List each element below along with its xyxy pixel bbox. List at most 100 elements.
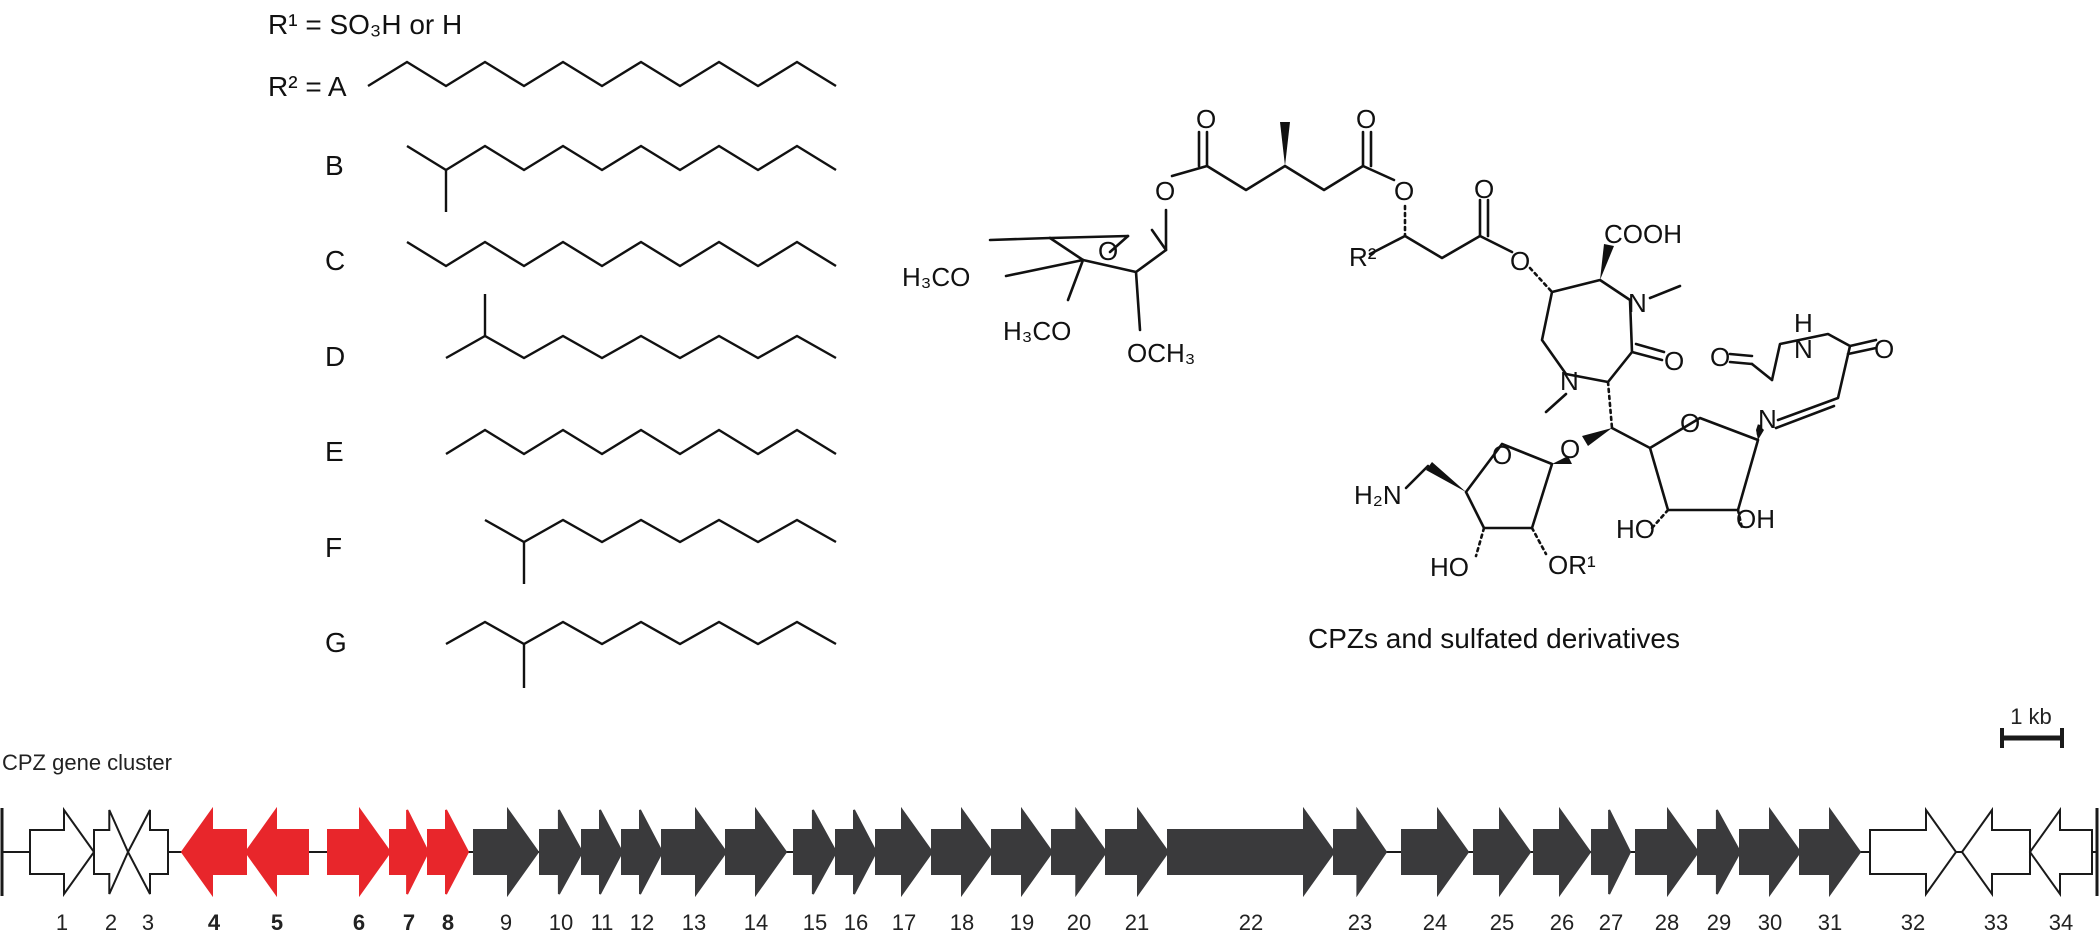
gene-arrows [29, 806, 2093, 898]
gene-label-25: 25 [1490, 910, 1514, 935]
gene-label-4: 4 [208, 910, 221, 935]
gene-label-30: 30 [1758, 910, 1782, 935]
aminoribose-or1 [1530, 526, 1548, 556]
sugar-methyl-bond [988, 236, 1052, 242]
sugar-ome2-bond [1066, 258, 1085, 302]
gene-label-17: 17 [892, 910, 916, 935]
n-methyl-1 [1648, 284, 1682, 300]
gene-label-2: 2 [105, 910, 117, 935]
gene-arrow-34 [2028, 806, 2093, 898]
chain-label-e: E [325, 436, 344, 467]
gene-arrow-19 [991, 806, 1054, 898]
uracil-c2-o-a [1728, 352, 1754, 358]
gene-label-21: 21 [1125, 910, 1149, 935]
gene-arrow-32 [1869, 806, 1958, 898]
gene-label-6: 6 [353, 910, 365, 935]
gene-label-20: 20 [1067, 910, 1091, 935]
gene-arrow-4 [180, 806, 247, 898]
gene-arrow-30 [1739, 806, 1802, 898]
gene-arrow-7 [389, 809, 430, 895]
gene-label-16: 16 [844, 910, 868, 935]
uracil-oxygen-2: O [1710, 342, 1730, 372]
gene-label-3: 3 [142, 910, 154, 935]
gene-label-27: 27 [1599, 910, 1623, 935]
amide-carbonyl-b [1634, 342, 1666, 354]
chain-label-f: F [325, 532, 342, 563]
sulfate-substituent: OR¹ [1548, 550, 1596, 580]
sugar-ring-oxygen: O [1098, 236, 1118, 266]
gene-arrow-33 [1960, 806, 2031, 898]
ester-oxygen-3: O [1510, 246, 1530, 276]
gene-label-15: 15 [803, 910, 827, 935]
uracil-oxygen-4: O [1874, 334, 1894, 364]
chain-g-skeleton [445, 620, 837, 646]
ribose-oxygen: O [1680, 408, 1700, 438]
gene-label-1: 1 [56, 910, 68, 935]
chain-label-c: C [325, 245, 345, 276]
uridine-wedge [1756, 424, 1764, 440]
carboxylic-acid: COOH [1604, 219, 1682, 249]
amide-carbonyl-a [1630, 350, 1664, 362]
glycosidic-oxygen: O [1560, 434, 1580, 464]
gene-label-23: 23 [1348, 910, 1372, 935]
r2-substituent: R² [1349, 242, 1377, 272]
gene-label-9: 9 [500, 910, 512, 935]
methoxy-right: OCH₃ [1127, 338, 1195, 368]
amide-oxygen: O [1664, 346, 1684, 376]
gene-label-11: 11 [591, 910, 614, 935]
gene-arrow-1 [29, 806, 96, 898]
n-glycosidic [1756, 424, 1762, 436]
gene-arrow-26 [1533, 806, 1592, 898]
linker-bond-2 [1361, 164, 1396, 182]
diazepanone-ring [1540, 278, 1634, 384]
ribose-hydroxyl-1: HO [1616, 514, 1655, 544]
linker-chain [1205, 164, 1365, 192]
gene-arrow-25 [1473, 806, 1532, 898]
r2-bond [1368, 234, 1407, 256]
ribose-oh-2 [1736, 508, 1744, 530]
gene-arrow-3 [126, 809, 169, 895]
methoxy-lower: H₃CO [1003, 316, 1071, 346]
gene-label-31: 31 [1818, 910, 1842, 935]
carbonyl-oxygen-3: O [1474, 174, 1494, 204]
aminomethyl-wedge [1426, 462, 1466, 492]
gene-arrow-23 [1333, 806, 1388, 898]
structure-caption: CPZs and sulfated derivatives [1308, 623, 1680, 654]
methyl-wedge [1280, 122, 1290, 166]
gene-label-29: 29 [1707, 910, 1731, 935]
chain-label-g: G [325, 627, 347, 658]
gene-label-10: 10 [549, 910, 573, 935]
gene-label-26: 26 [1550, 910, 1574, 935]
gene-arrow-6 [327, 806, 392, 898]
primary-amine: H₂N [1354, 480, 1402, 510]
gene-cluster-title: CPZ gene cluster [2, 750, 172, 775]
gene-arrow-12 [621, 809, 664, 895]
gene-label-8: 8 [442, 910, 454, 935]
carbonyl-oxygen-1: O [1196, 104, 1216, 134]
chain-label-d: D [325, 341, 345, 372]
substituent-panel: R¹ = SO₃H or H R² = A B C D E F G [268, 9, 837, 688]
methoxy-left: H₃CO [902, 262, 970, 292]
gene-arrow-5 [244, 806, 309, 898]
gene-label-13: 13 [682, 910, 706, 935]
gene-arrow-31 [1799, 806, 1862, 898]
gene-arrow-20 [1051, 806, 1108, 898]
n-methyl-2 [1544, 392, 1568, 414]
chain-d-skeleton [445, 334, 837, 360]
gene-label-18: 18 [950, 910, 974, 935]
gene-arrow-17 [875, 806, 934, 898]
gene-arrow-29 [1697, 809, 1742, 895]
uracil-n1: N [1758, 404, 1777, 434]
scale-bar-label: 1 kb [2010, 704, 2052, 729]
amide-nitrogen: N [1628, 288, 1647, 318]
chain-b-skeleton [406, 144, 837, 172]
gene-arrow-11 [581, 809, 624, 895]
uracil-double [1774, 404, 1836, 430]
ribose-hydroxyl-2: OH [1736, 504, 1775, 534]
aminoribose-oxygen: O [1492, 440, 1512, 470]
chain-e-skeleton [445, 428, 837, 456]
gene-label-22: 22 [1239, 910, 1263, 935]
chain-f-skeleton [484, 518, 837, 544]
